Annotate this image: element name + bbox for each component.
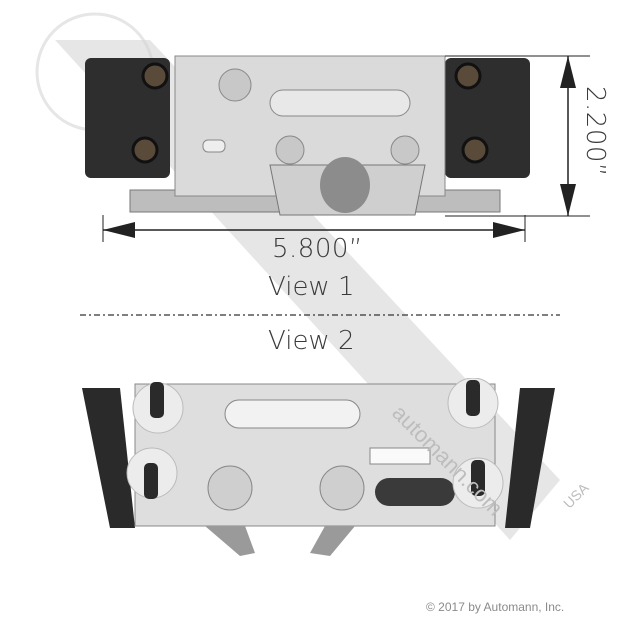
- height-dimension-label: 2.200”: [580, 86, 610, 177]
- view2-label: View 2: [268, 326, 355, 356]
- view2-latch-image: [82, 378, 555, 556]
- view1-label: View 1: [268, 272, 355, 302]
- view1-latch-image: [85, 55, 530, 216]
- copyright-footer: © 2017 by Automann, Inc.: [426, 600, 565, 614]
- width-dimension-label: 5.800”: [272, 234, 363, 264]
